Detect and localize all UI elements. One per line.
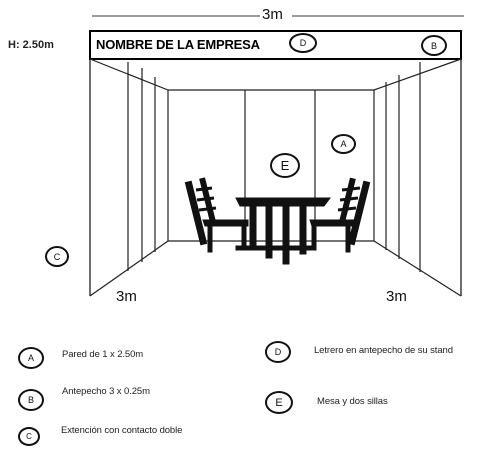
table-leg-2: [265, 205, 273, 259]
marker-b-sign-label: B: [430, 40, 437, 51]
table-top: [235, 197, 331, 207]
left-depth-label: 3m: [116, 288, 137, 305]
legend-text-a: Pared de 1 x 2.50m: [62, 349, 144, 360]
legend-text-e: Mesa y dos sillas: [317, 396, 388, 407]
legend-marker-a: A: [18, 347, 44, 369]
right-chair: [309, 177, 371, 253]
legend-text-c: Extención con contacto doble: [61, 425, 183, 436]
legend-marker-b: B: [18, 389, 44, 411]
marker-a-wall: A: [331, 134, 356, 154]
marker-a-wall-label: A: [340, 139, 347, 149]
legend-marker-b-label: B: [27, 395, 34, 405]
marker-c-outlet: C: [45, 246, 69, 267]
legend-marker-e: E: [265, 391, 293, 414]
sign-board: [89, 30, 462, 60]
marker-e-table-label: E: [280, 158, 290, 173]
marker-e-table: E: [270, 153, 300, 178]
legend-marker-d-label: D: [274, 347, 282, 357]
legend-marker-c-label: C: [26, 432, 32, 441]
marker-d-sign-label: D: [299, 38, 307, 48]
top-width-label: 3m: [262, 6, 283, 23]
legend-marker-a-label: A: [27, 353, 34, 363]
legend-marker-e-label: E: [275, 396, 283, 409]
left-chair: [184, 177, 249, 253]
legend-marker-d: D: [265, 341, 291, 363]
right-depth-label: 3m: [386, 288, 407, 305]
table: [235, 197, 331, 265]
left-side-wall: [89, 58, 169, 297]
marker-d-sign: D: [289, 33, 317, 53]
table-leg-4: [299, 205, 307, 255]
table-leg-1: [249, 205, 257, 251]
height-label: H: 2.50m: [8, 39, 54, 51]
marker-c-outlet-label: C: [53, 251, 61, 262]
legend-marker-c: C: [18, 427, 40, 446]
table-foot: [235, 245, 313, 251]
company-name-label: NOMBRE DE LA EMPRESA: [96, 37, 260, 52]
marker-b-sign: B: [421, 35, 447, 56]
table-leg-3: [282, 205, 290, 265]
right-side-wall: [373, 58, 462, 297]
legend-text-b: Antepecho 3 x 0.25m: [62, 386, 150, 397]
legend-text-d: Letrero en antepecho de su stand: [314, 345, 453, 356]
